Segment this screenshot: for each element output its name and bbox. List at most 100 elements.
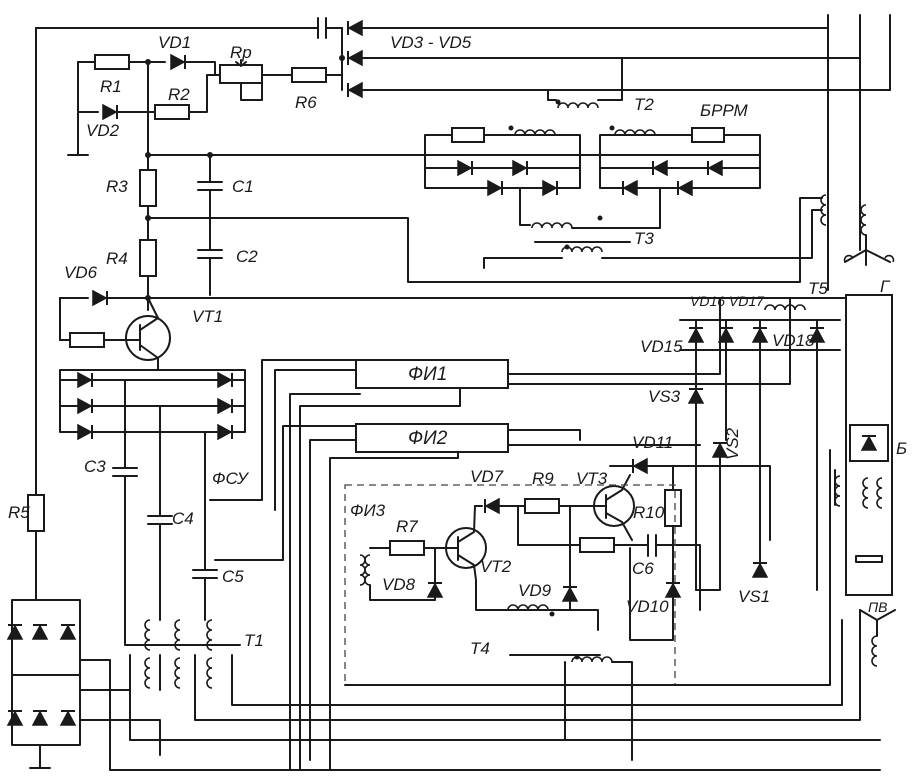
diode-fsu-6	[217, 424, 233, 440]
label-t1: T1	[244, 631, 264, 650]
transformer-t2-coil	[557, 102, 599, 109]
diode-vd4	[347, 50, 363, 66]
label-c4: C4	[172, 509, 194, 528]
label-vd16-vd17: VD16 VD17	[690, 293, 765, 309]
resistor-r1	[94, 54, 130, 70]
label-b: Б	[896, 439, 907, 458]
label-c5: C5	[222, 567, 244, 586]
resistor-r9	[524, 498, 560, 514]
label-t3: T3	[634, 229, 654, 248]
label-r1: R1	[100, 77, 122, 96]
transformer-t1-coil-5	[174, 657, 181, 689]
transformer-t3-coil-1	[531, 222, 573, 229]
label-t5: T5	[808, 279, 828, 298]
label-vs1: VS1	[738, 587, 770, 606]
diode-fsu-2	[77, 398, 93, 414]
diode-brrm-7	[622, 180, 638, 196]
block-b	[849, 424, 889, 462]
exciter-winding	[871, 635, 878, 667]
label-g: Г	[880, 277, 891, 296]
diode-vd3	[347, 20, 363, 36]
label-vd11: VD11	[632, 433, 673, 452]
label-fi2: ФИ2	[408, 428, 448, 449]
diode-bridge-4	[7, 710, 23, 726]
label-vd6: VD6	[64, 263, 98, 282]
label-fi1: ФИ1	[408, 364, 447, 385]
resistor-r3	[139, 169, 157, 207]
label-rp: Rp	[230, 43, 252, 62]
diode-bridge-2	[32, 624, 48, 640]
diode-brrm-4	[542, 180, 558, 196]
block-fi2	[355, 423, 509, 453]
diode-vd5	[347, 82, 363, 98]
label-vd18: VD18	[772, 331, 815, 350]
diode-bridge-6	[60, 710, 76, 726]
diode-vd6	[92, 290, 108, 306]
label-c6: C6	[632, 559, 654, 578]
transistor-vt1	[125, 315, 171, 361]
label-vd10: VD10	[626, 597, 669, 616]
diode-vd8	[427, 582, 443, 598]
diode-vd7	[484, 498, 500, 514]
resistor-vt1-base	[69, 332, 105, 348]
label-fi3: ФИ3	[350, 501, 386, 520]
label-vd9: VD9	[518, 581, 552, 600]
label-vt2: VT2	[480, 557, 512, 576]
diode-fsu-5	[217, 398, 233, 414]
diode-vd11	[632, 458, 648, 474]
label-vs3: VS3	[648, 387, 681, 406]
label-r4: R4	[106, 249, 128, 268]
label-c1: C1	[232, 177, 254, 196]
resistor-r6	[291, 67, 327, 83]
transformer-t5-coil	[820, 194, 827, 226]
label-r9: R9	[532, 469, 554, 488]
diode-brrm-3	[487, 180, 503, 196]
label-vd1: VD1	[158, 33, 191, 52]
coil-t5-secondary	[764, 304, 806, 311]
label-r10: R10	[633, 503, 665, 522]
label-r7: R7	[396, 517, 418, 536]
resistor-rp	[219, 64, 263, 84]
label-vd7: VD7	[470, 467, 504, 486]
coil-b-3	[834, 475, 841, 507]
diode-bridge-1	[7, 624, 23, 640]
resistor-r2	[154, 104, 190, 120]
label-r5: R5	[8, 503, 30, 522]
label-c2: C2	[236, 247, 258, 266]
diode-vd2	[102, 104, 118, 120]
label-fsu: ФСУ	[212, 469, 250, 488]
resistor-vt3-base	[579, 537, 615, 553]
thyristor-vs1	[752, 562, 768, 578]
generator-winding-1	[860, 204, 867, 236]
diode-bridge-3	[60, 624, 76, 640]
thyristor-vs3	[688, 388, 704, 404]
diode-vd1	[170, 54, 186, 70]
label-t2: T2	[634, 95, 654, 114]
transformer-t1-coil-6	[206, 657, 213, 689]
label-vs2: VS2	[723, 427, 742, 460]
transformer-t1-coil-4	[144, 657, 151, 689]
diode-fsu-3	[77, 424, 93, 440]
label-t4: T4	[470, 639, 490, 658]
label-vd2: VD2	[86, 121, 120, 140]
block-fi3-boundary	[344, 484, 676, 686]
label-vt3: VT3	[576, 469, 608, 488]
label-vd3-vd5: VD3 - VD5	[390, 33, 472, 52]
label-r3: R3	[106, 177, 128, 196]
label-c3: C3	[84, 457, 106, 476]
label-vd15: VD15	[640, 337, 683, 356]
resistor-r10	[664, 489, 682, 527]
resistor-r5	[27, 494, 45, 532]
resistor-brrm-2	[691, 127, 725, 143]
diode-brrm-8	[677, 180, 693, 196]
label-brrm: БРРМ	[700, 101, 749, 120]
label-vt1: VT1	[192, 307, 223, 326]
label-pv: ПВ	[868, 599, 887, 615]
label-r6: R6	[295, 93, 317, 112]
label-vd8: VD8	[382, 575, 416, 594]
resistor-r4	[139, 239, 157, 277]
label-r2: R2	[168, 85, 190, 104]
diode-bridge-5	[32, 710, 48, 726]
resistor-r7	[389, 540, 425, 556]
